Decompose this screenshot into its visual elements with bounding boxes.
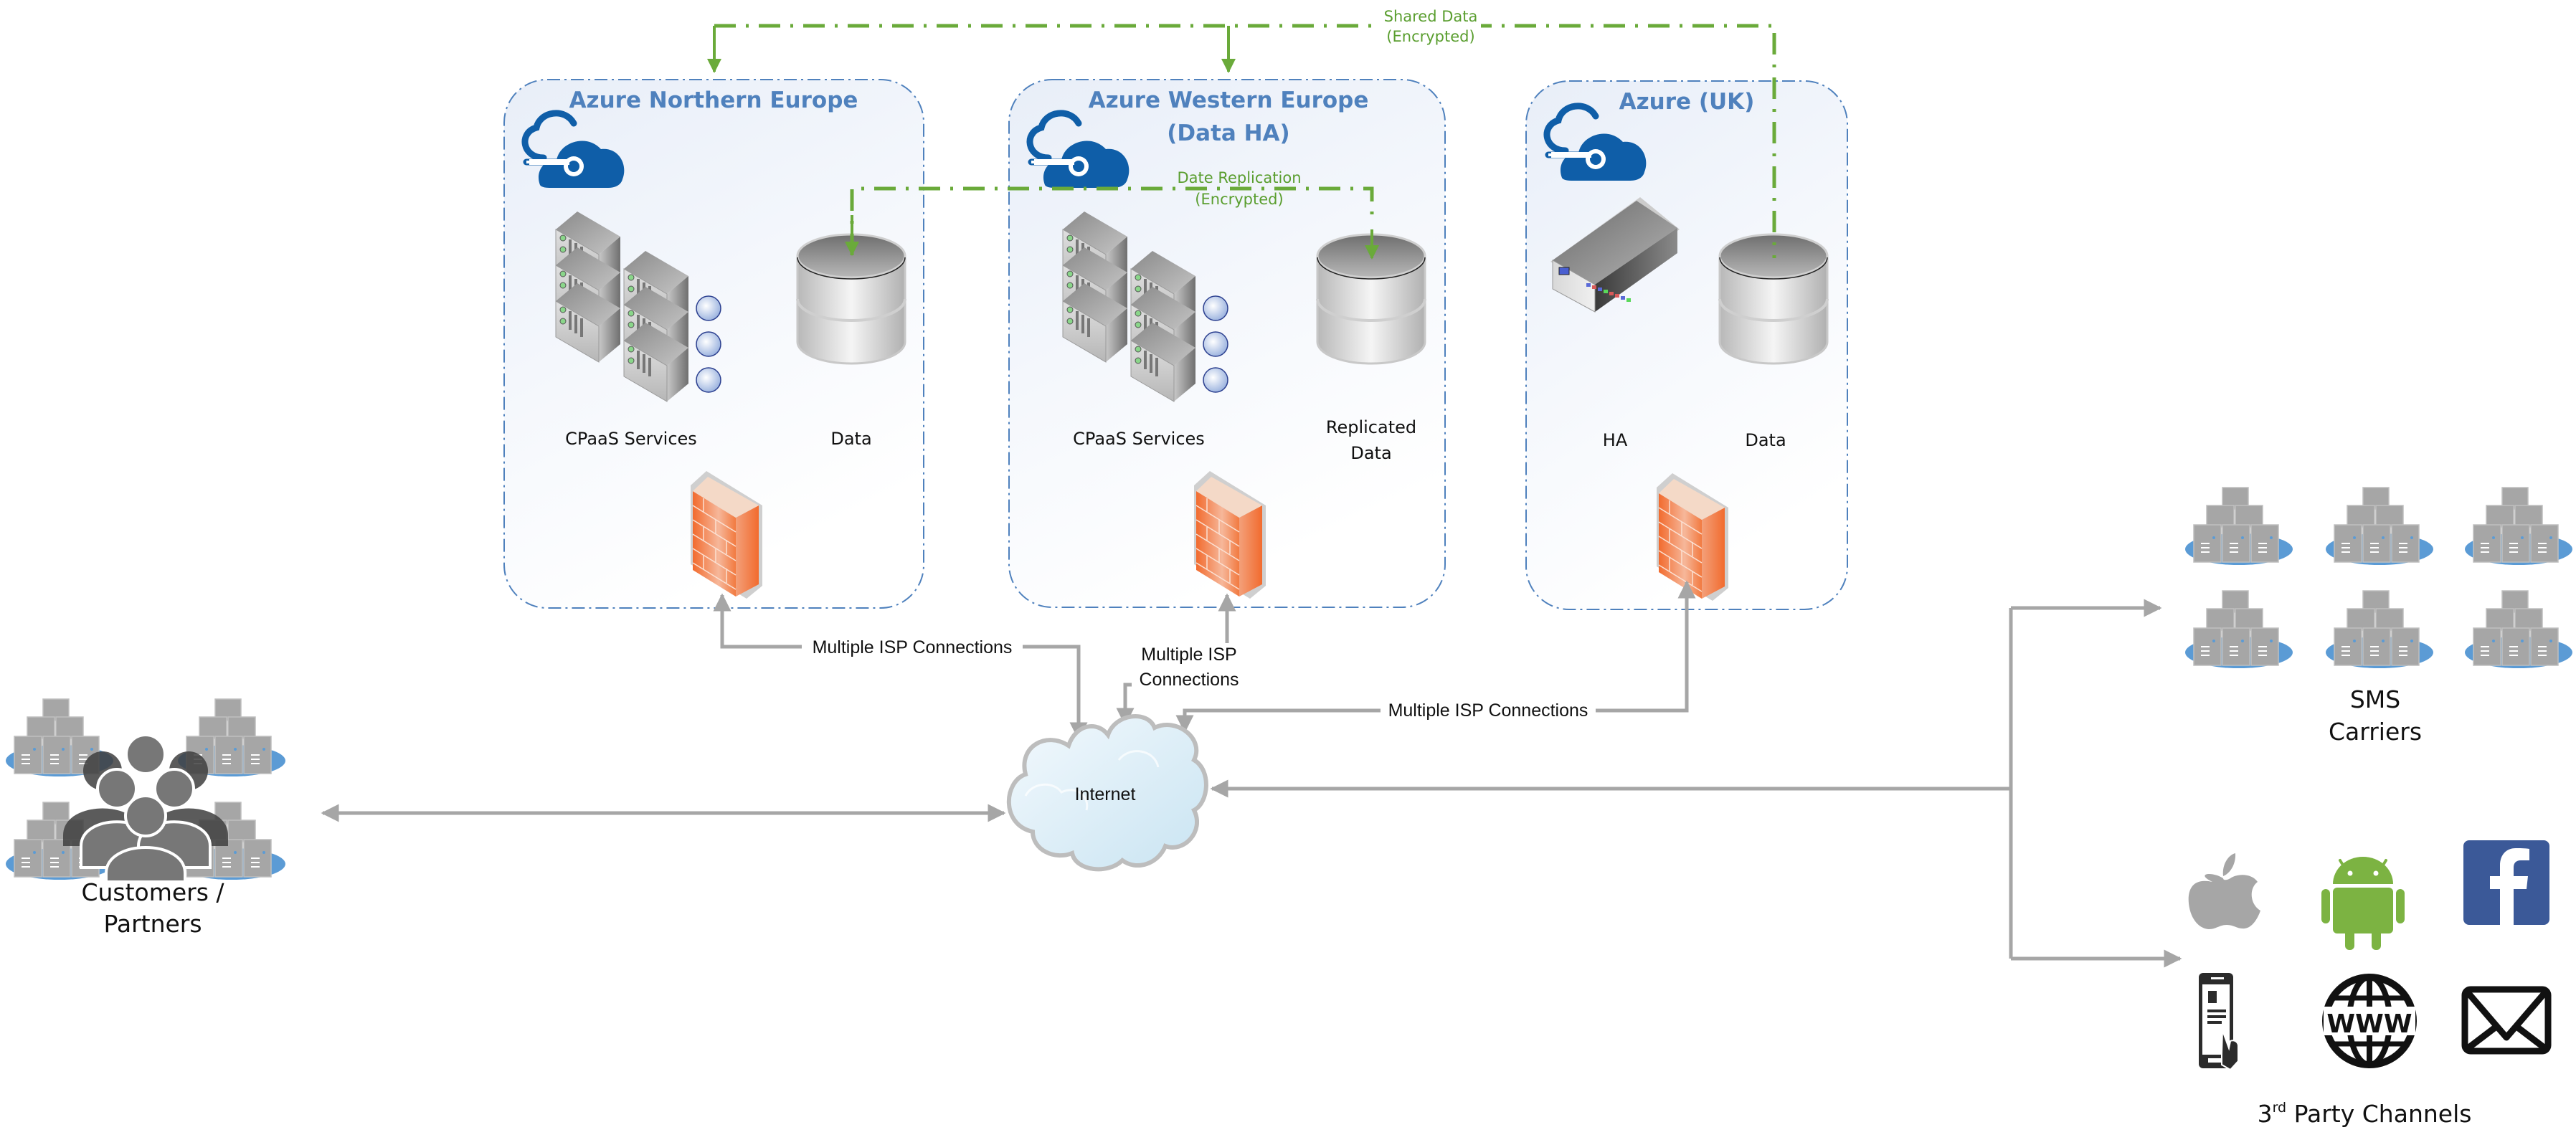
region-uk: Azure (UK) HA Data (1525, 80, 1848, 610)
shared-data-label-bg (1381, 6, 1481, 46)
network-appliance-icon (1550, 197, 1680, 313)
isp-line-western-lower (1116, 683, 1135, 726)
isp-label-northern: Multiple ISP Connections (813, 637, 1013, 657)
isp-label-uk: Multiple ISP Connections (1388, 700, 1588, 721)
shared-data-flow (707, 24, 1776, 258)
isp-line-northern (713, 593, 1088, 741)
component-label: Replicated (1326, 417, 1416, 437)
component-label: CPaaS Services (565, 429, 697, 449)
region-title: Azure Northern Europe (569, 87, 858, 113)
users-group-icon (63, 733, 228, 883)
server-rack-icon (554, 210, 721, 403)
sms-carrier-icon (2464, 487, 2573, 566)
android-icon (2321, 857, 2405, 950)
third-party-superscript: rd (2273, 1100, 2287, 1116)
sms-carrier-icon (2325, 590, 2434, 669)
mobile-app-icon (2199, 973, 2239, 1071)
shared-data-line (714, 24, 1776, 258)
date-replication-label-sub: (Encrypted) (1195, 191, 1283, 208)
sms-carrier-icon (2325, 487, 2434, 566)
third-party-prefix: 3 (2258, 1100, 2273, 1128)
third-party-label: 3rd Party Channels (2258, 1100, 2472, 1128)
apple-icon (2188, 853, 2260, 929)
customers-label: Customers / (81, 878, 224, 906)
sms-carriers-label: SMS (2350, 685, 2400, 713)
customers-label-sub: Partners (103, 910, 202, 938)
database-icon (1718, 233, 1829, 365)
region-title: Azure Western Europe (1089, 87, 1369, 113)
region-subtitle: (Data HA) (1167, 120, 1289, 146)
date-replication-label: Date Replication (1177, 169, 1301, 186)
email-icon (2461, 986, 2552, 1055)
web-icon: WWW (2322, 974, 2417, 1068)
date-replication-flow (845, 186, 1379, 260)
component-label: Data (830, 429, 871, 449)
region-title: Azure (UK) (1619, 89, 1755, 115)
shared-data-label-sub: (Encrypted) (1386, 28, 1474, 45)
isp-label-bg (802, 634, 1023, 660)
third-party-suffix: Party Channels (2286, 1100, 2471, 1128)
region-western-europe: Azure Western Europe (Data HA) CPaaS Ser… (1008, 79, 1446, 608)
shared-data-label: Shared Data (1384, 8, 1478, 25)
sms-carrier-icon (2464, 590, 2573, 669)
facebook-icon (2463, 840, 2549, 925)
component-label: Data (1745, 430, 1786, 450)
sms-carrier-icon (2184, 590, 2293, 669)
sms-carriers-group (2184, 487, 2573, 669)
isp-label-western-sub: Connections (1140, 670, 1239, 690)
third-party-channels-group: WWW (2188, 840, 2552, 1071)
appliance-status-lights (1586, 283, 1631, 302)
internet-label: Internet (1075, 784, 1136, 804)
region-northern-europe: Azure Northern Europe CPaaS Services Dat… (503, 79, 924, 609)
internet-cloud-icon (1006, 714, 1208, 872)
component-label: HA (1603, 430, 1628, 450)
channels-connector (1210, 599, 2182, 968)
sms-carrier-icon (2184, 487, 2293, 566)
component-label: Data (1350, 443, 1391, 463)
isp-label-bg (1381, 698, 1596, 723)
www-text: WWW (2326, 1009, 2412, 1039)
customers-partners-group (5, 698, 286, 883)
isp-label-western: Multiple ISP (1141, 645, 1236, 665)
server-rack-icon (1061, 210, 1228, 403)
component-label: CPaaS Services (1073, 429, 1205, 449)
sms-carriers-label-sub: Carriers (2329, 718, 2422, 746)
